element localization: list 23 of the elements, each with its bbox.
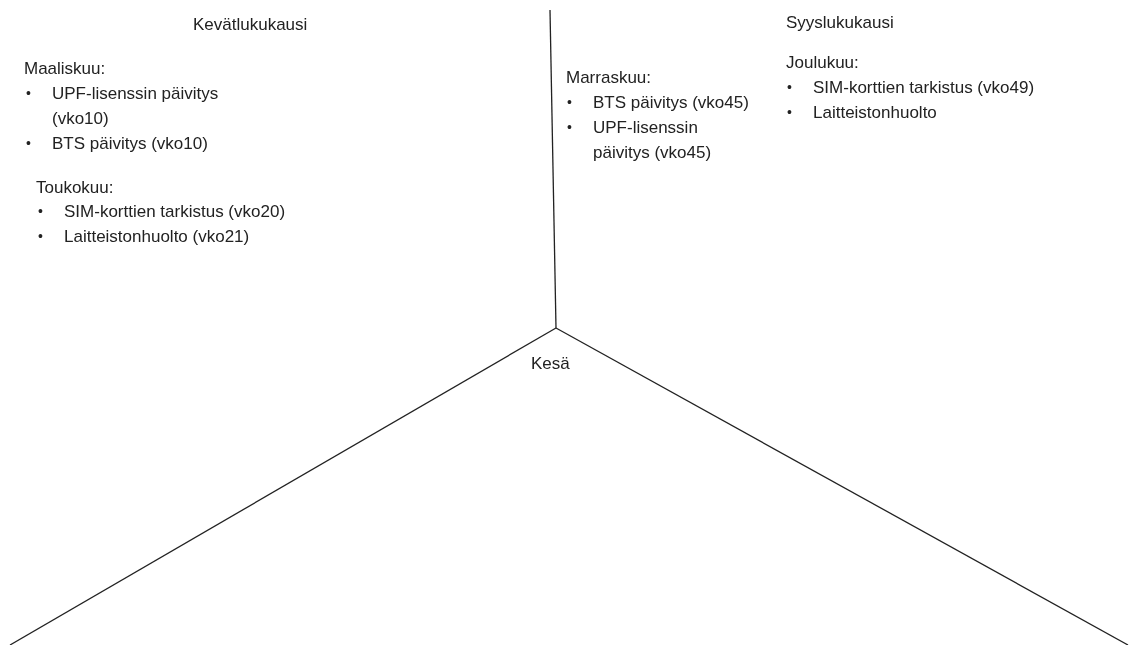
bullet-marker: • bbox=[567, 118, 572, 137]
task-item: SIM-korttien tarkistus (vko20) bbox=[64, 201, 286, 223]
bullet-marker: • bbox=[38, 202, 43, 221]
month-heading: Joulukuu: bbox=[786, 52, 859, 74]
bullet-marker: • bbox=[787, 103, 792, 122]
month-heading: Marraskuu: bbox=[566, 67, 652, 89]
task-item: BTS päivitys (vko45) bbox=[593, 92, 749, 114]
bullet-marker: • bbox=[787, 78, 792, 97]
month-heading: Toukokuu: bbox=[36, 177, 114, 199]
task-item: UPF-lisenssin päivitys (vko45) bbox=[593, 117, 713, 164]
month-heading: Maaliskuu: bbox=[24, 58, 106, 80]
season-label: Kesä bbox=[531, 353, 570, 375]
bullet-marker: • bbox=[26, 134, 31, 153]
season-heading: Kevätlukukausi bbox=[193, 14, 308, 36]
task-item: Laitteistonhuolto bbox=[813, 102, 937, 124]
bullet-marker: • bbox=[26, 84, 31, 103]
task-item: UPF-lisenssin päivitys (vko10) bbox=[52, 83, 220, 130]
task-item: Laitteistonhuolto (vko21) bbox=[64, 226, 250, 248]
bullet-marker: • bbox=[38, 227, 43, 246]
task-item: BTS päivitys (vko10) bbox=[52, 133, 208, 155]
bullet-marker: • bbox=[567, 93, 572, 112]
season-heading: Syyslukukausi bbox=[786, 12, 894, 34]
task-item: SIM-korttien tarkistus (vko49) bbox=[813, 77, 1035, 99]
